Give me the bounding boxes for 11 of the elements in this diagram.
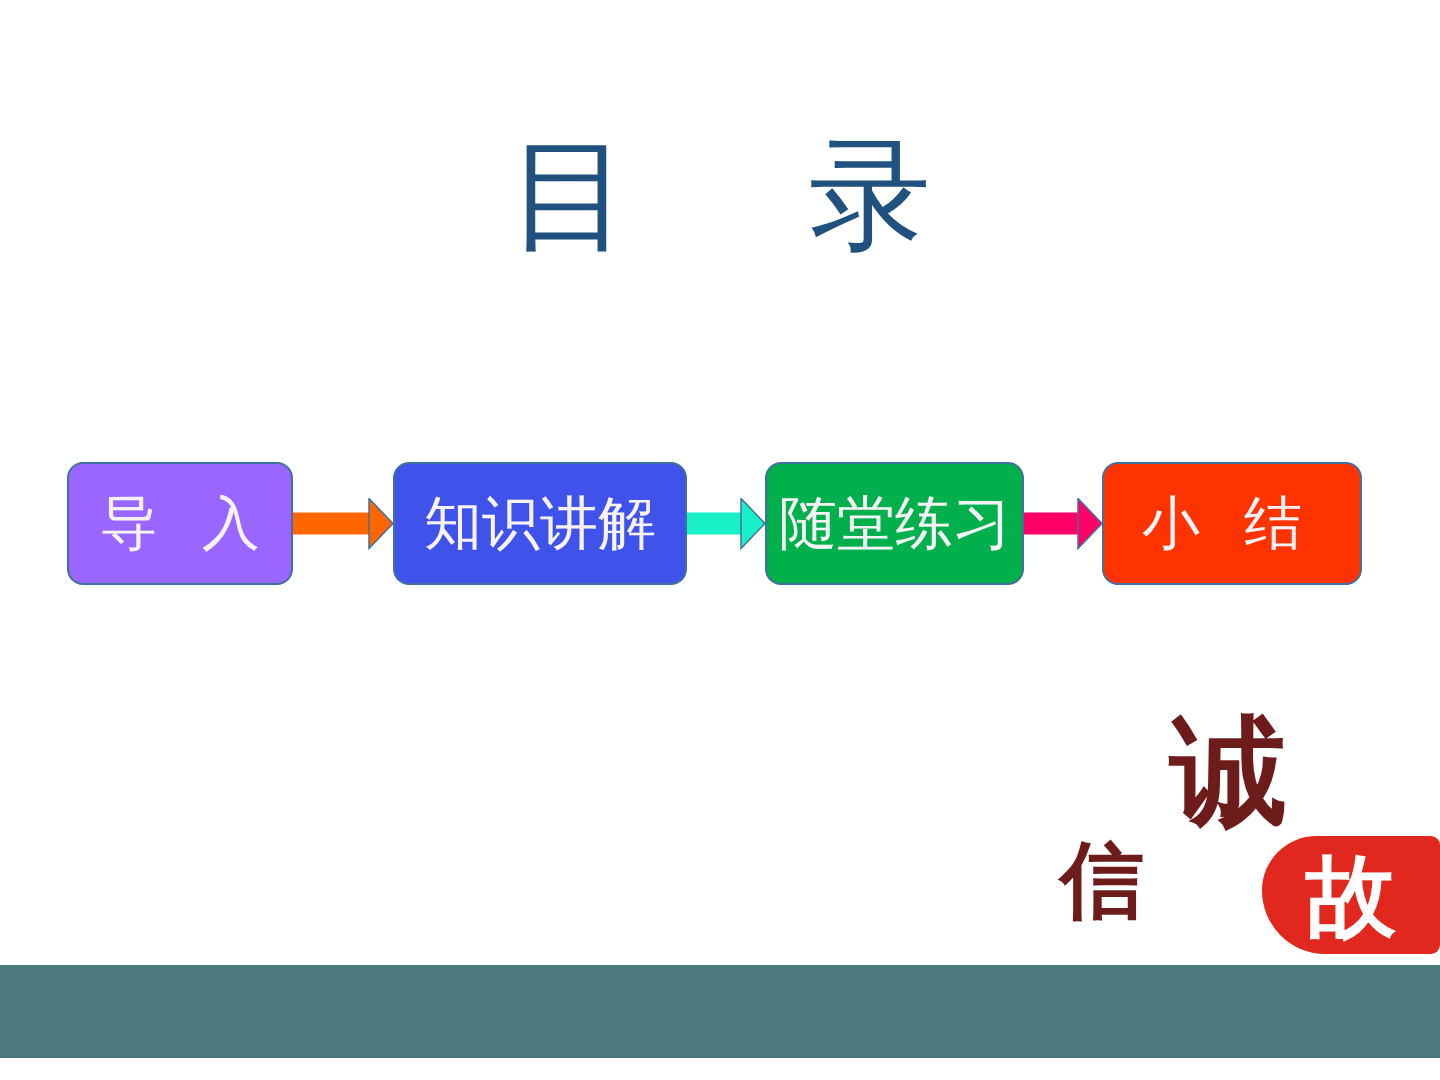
- title: 目 录: [507, 128, 933, 263]
- process-box: 导 入: [67, 462, 293, 585]
- calligraphy-text: 信: [1060, 838, 1144, 922]
- arrow: [293, 497, 394, 550]
- process-box: 随堂练习: [765, 462, 1024, 585]
- arrow: [1024, 497, 1103, 550]
- arrow: [687, 497, 766, 550]
- calligraphy-text: 诚: [1170, 712, 1288, 830]
- process-box: 小 结: [1102, 462, 1362, 585]
- process-box: 知识讲解: [393, 462, 687, 585]
- seal-stamp: 故: [1262, 836, 1440, 954]
